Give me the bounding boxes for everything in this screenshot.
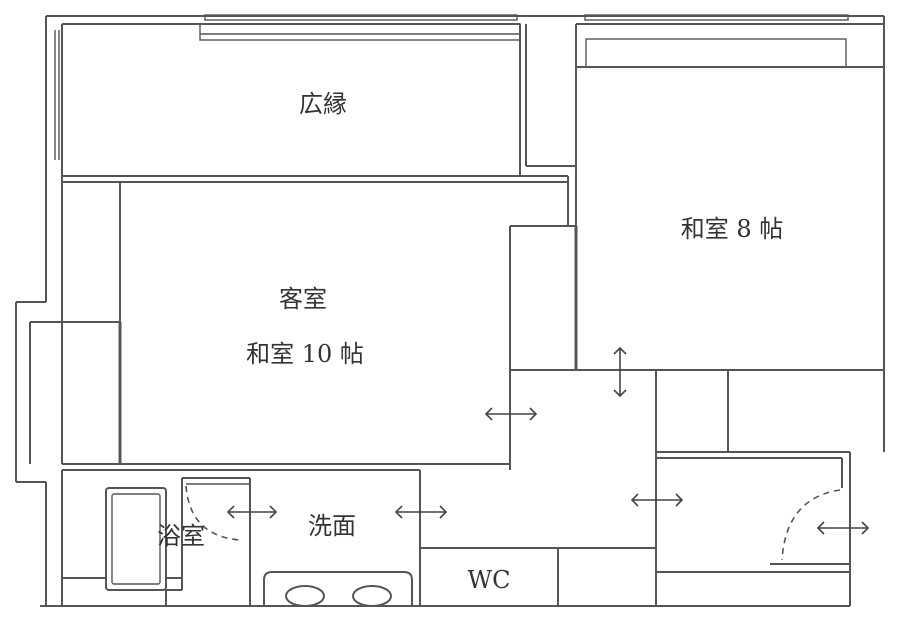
- double-arrow-icon: [226, 505, 278, 519]
- room-label-veranda: 広縁: [299, 90, 347, 118]
- guest-room-walls: [29, 175, 578, 471]
- outer-walls: [15, 15, 885, 607]
- room-label-japanese-room-10: 和室 10 帖: [246, 340, 364, 368]
- double-arrow-icon: [394, 505, 448, 519]
- room-label-wc: WC: [467, 566, 511, 594]
- room-label-guest-room: 客室: [279, 285, 327, 313]
- door-swings: [185, 485, 841, 561]
- room-label-japanese-room-8: 和室 8 帖: [680, 215, 784, 243]
- room-label-bathroom: 浴室: [157, 522, 205, 550]
- double-arrow-icon: [613, 346, 627, 398]
- room-label-washroom: 洗面: [308, 512, 356, 540]
- entrance-walls: [419, 470, 850, 606]
- access-arrows: [226, 346, 870, 535]
- vanity: [263, 571, 413, 607]
- closet-walls: [510, 369, 850, 606]
- japanese-room-8-walls: [575, 23, 884, 371]
- double-arrow-icon: [816, 521, 870, 535]
- double-arrow-icon: [484, 407, 538, 421]
- double-arrow-icon: [630, 493, 684, 507]
- bath-walls: [61, 470, 251, 606]
- windows: [54, 14, 849, 160]
